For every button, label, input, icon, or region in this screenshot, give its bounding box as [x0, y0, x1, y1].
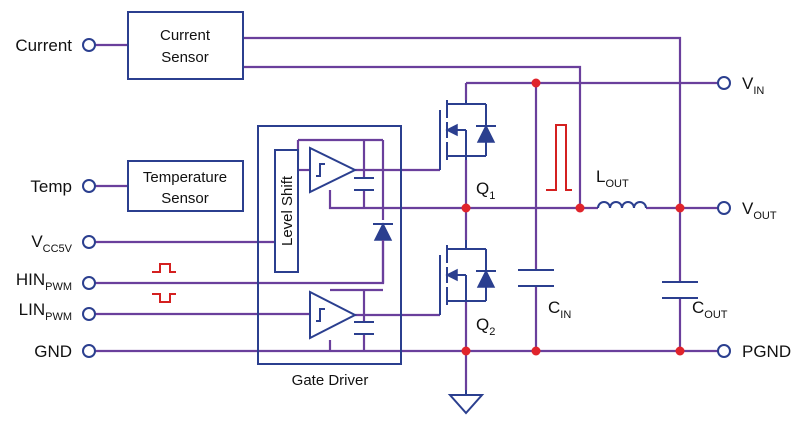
label-lout: LOUT [596, 167, 629, 190]
switch-node-pulse [546, 124, 572, 191]
temp-sensor-block: Temperature Sensor [127, 160, 244, 212]
wire-hin [95, 237, 385, 285]
terminal-vccsv[interactable] [82, 235, 96, 249]
gate-driver-label: Gate Driver [292, 372, 369, 389]
label-vccsv: VCC5V [31, 232, 72, 255]
level-shift-label: Level Shift [279, 175, 296, 246]
label-vout: VOUT [742, 199, 777, 222]
driver-capacitor [354, 321, 374, 335]
terminal-current[interactable] [82, 38, 96, 52]
label-hin: HINPWM [16, 270, 72, 293]
temp-sensor-line1: Temperature [143, 169, 227, 186]
capacitor-cin [518, 269, 554, 287]
high-side-buffer [309, 146, 358, 194]
terminal-labels: Current Temp VCC5V HINPWM LINPWM GND VIN… [15, 36, 791, 361]
terminal-gnd[interactable] [82, 344, 96, 358]
node-dots [461, 78, 685, 356]
current-sensor-line1: Current [160, 27, 211, 44]
label-q2: Q2 [476, 315, 495, 338]
label-q1: Q1 [476, 179, 495, 202]
ground-symbol [447, 390, 485, 415]
capacitor-cout [662, 281, 698, 299]
wire-hs-return [328, 190, 466, 210]
hin-pulse [152, 263, 176, 273]
bootstrap-diode [373, 222, 393, 283]
level-shift-block: Level Shift [274, 149, 299, 273]
inductor-lout [597, 201, 647, 209]
terminal-vout[interactable] [717, 201, 731, 215]
label-vin: VIN [742, 74, 764, 97]
label-pgnd: PGND [742, 342, 791, 361]
bootstrap-capacitor [354, 177, 374, 191]
temp-sensor-line2: Sensor [161, 190, 209, 207]
terminal-hin[interactable] [82, 276, 96, 290]
mosfet-q1 [439, 100, 496, 170]
label-gnd: GND [34, 342, 72, 361]
wires [95, 36, 718, 390]
label-cout: COUT [692, 298, 728, 321]
component-labels: Q1 Q2 LOUT CIN COUT [476, 167, 728, 338]
label-temp: Temp [30, 177, 72, 196]
terminal-temp[interactable] [82, 179, 96, 193]
lin-pulse [152, 293, 176, 303]
label-cin: CIN [548, 298, 571, 321]
label-current: Current [15, 36, 72, 55]
current-sensor-line2: Sensor [161, 49, 209, 66]
gate-driver-block: Gate Driver [257, 125, 402, 389]
mosfet-q2 [439, 240, 496, 315]
terminal-lin[interactable] [82, 307, 96, 321]
low-side-buffer [309, 290, 358, 340]
terminal-pgnd[interactable] [717, 344, 731, 358]
terminals [82, 38, 731, 358]
terminal-vin[interactable] [717, 76, 731, 90]
label-lin: LINPWM [19, 300, 72, 323]
wire-sense-top [243, 36, 682, 208]
wire-sense-sw [243, 65, 582, 208]
current-sensor-block: Current Sensor [127, 11, 244, 80]
